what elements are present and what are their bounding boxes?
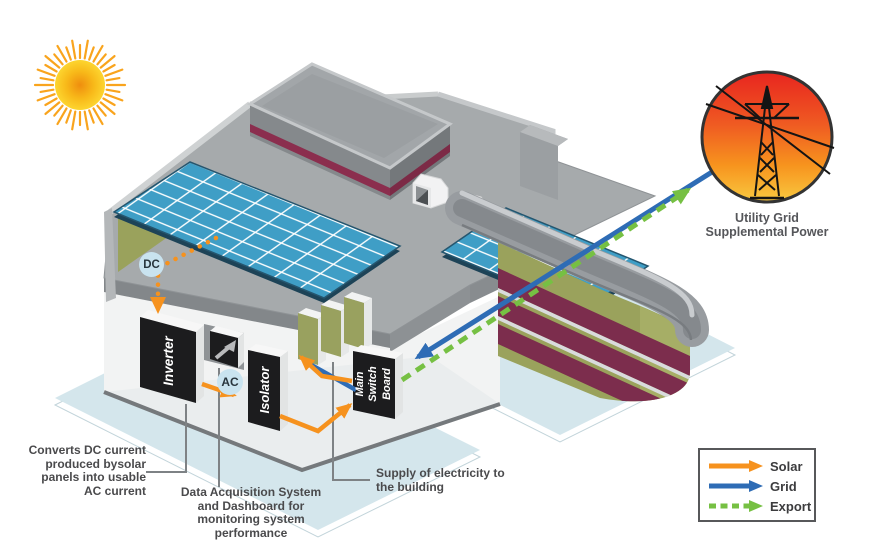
legend-label-grid: Grid xyxy=(770,478,797,494)
utility-grid-icon xyxy=(700,70,835,204)
main-switch-board-box xyxy=(353,345,403,419)
legend-row-export: Export xyxy=(708,496,814,516)
right-wing-roof-cap xyxy=(445,125,709,347)
inverter-note: Converts DC current produced bysolar pan… xyxy=(28,443,146,498)
das-note: Data Acquisition System and Dashboard fo… xyxy=(180,485,322,540)
building-right-wing xyxy=(445,125,709,402)
load-panels xyxy=(298,292,372,365)
isolator-label: Isolator xyxy=(256,366,272,414)
isolator-to-msb-arrow xyxy=(279,403,353,434)
legend-label-export: Export xyxy=(770,498,812,514)
msb-to-loads-solar-arrow xyxy=(298,354,353,384)
export-arrow-icon xyxy=(709,500,763,512)
legend-row-solar: Solar xyxy=(708,456,814,476)
export-flow-arrow xyxy=(400,187,692,383)
transmission-tower-icon xyxy=(705,85,835,200)
inverter-box xyxy=(140,310,204,403)
grid-arrow-icon xyxy=(709,480,763,492)
utility-grid-caption: Utility Grid Supplemental Power xyxy=(705,211,829,239)
vent-icon xyxy=(412,173,449,209)
data-acquisition-box xyxy=(204,324,244,370)
supply-note: Supply of electricity to the building xyxy=(376,466,505,494)
sun-rays xyxy=(33,39,127,131)
dc-arrowhead xyxy=(150,297,166,314)
isolator-box xyxy=(248,344,288,431)
dc-label-badge: DC xyxy=(139,252,164,277)
inverter-callout-line xyxy=(146,404,187,473)
legend: Solar Grid Export xyxy=(698,448,816,522)
wall-stripes xyxy=(498,268,690,402)
ac-label-badge: AC xyxy=(217,369,243,395)
roof-penthouse xyxy=(246,62,453,200)
main-switch-board-label: Main Switch Board xyxy=(353,366,393,402)
trend-arrow-icon xyxy=(214,340,236,360)
sun-icon xyxy=(33,39,127,131)
grid-flow-arrow xyxy=(414,169,714,360)
legend-label-solar: Solar xyxy=(770,458,803,474)
legend-row-grid: Grid xyxy=(708,476,814,496)
inverter-label: Inverter xyxy=(160,336,176,386)
solar-arrow-icon xyxy=(709,460,763,472)
supply-callout-line xyxy=(332,362,370,481)
roof-terrace-olive xyxy=(118,210,172,272)
